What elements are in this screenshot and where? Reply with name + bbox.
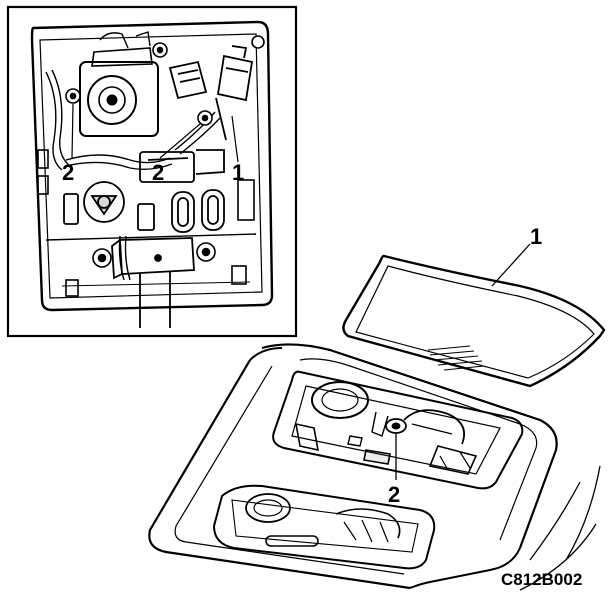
inset-screw-lower-right — [196, 242, 216, 262]
lens-cover — [342, 243, 606, 388]
inset-screw-upper — [152, 42, 168, 58]
callouts: 2 2 1 1 2 C812B002 — [62, 160, 582, 589]
inset-slots — [63, 189, 225, 233]
dome-lamp-lens — [311, 381, 369, 419]
inset-control-knob — [83, 181, 125, 223]
inset-lower-bracket — [111, 237, 195, 328]
callout-cover-lens: 1 — [530, 224, 542, 249]
inset-console-housing — [30, 20, 274, 312]
map-lamp-lens — [245, 493, 291, 523]
roof-console — [148, 343, 601, 591]
inset-screw-left — [65, 88, 81, 104]
lens-leader — [491, 243, 531, 287]
inset-detail — [6, 5, 298, 338]
inset-screw-lower-left — [92, 248, 112, 268]
inset-fasteners — [65, 35, 265, 268]
callout-console-fastener: 2 — [388, 482, 400, 507]
inset-screw-center — [197, 110, 213, 126]
callout-inset-right: 1 — [232, 160, 244, 185]
inset-screw-top-right — [251, 35, 265, 49]
map-lamp-switch — [265, 535, 319, 547]
inset-center-plug — [139, 149, 225, 183]
figure-reference-code: C812B002 — [501, 570, 582, 589]
inset-side-tabs — [37, 149, 255, 297]
console-screw — [385, 418, 407, 434]
inset-connectors — [168, 45, 254, 141]
lens-cover-hatching — [427, 345, 485, 371]
callout-inset-center: 2 — [152, 160, 164, 185]
inset-leaders — [71, 103, 239, 163]
callout-inset-left: 2 — [62, 160, 74, 185]
